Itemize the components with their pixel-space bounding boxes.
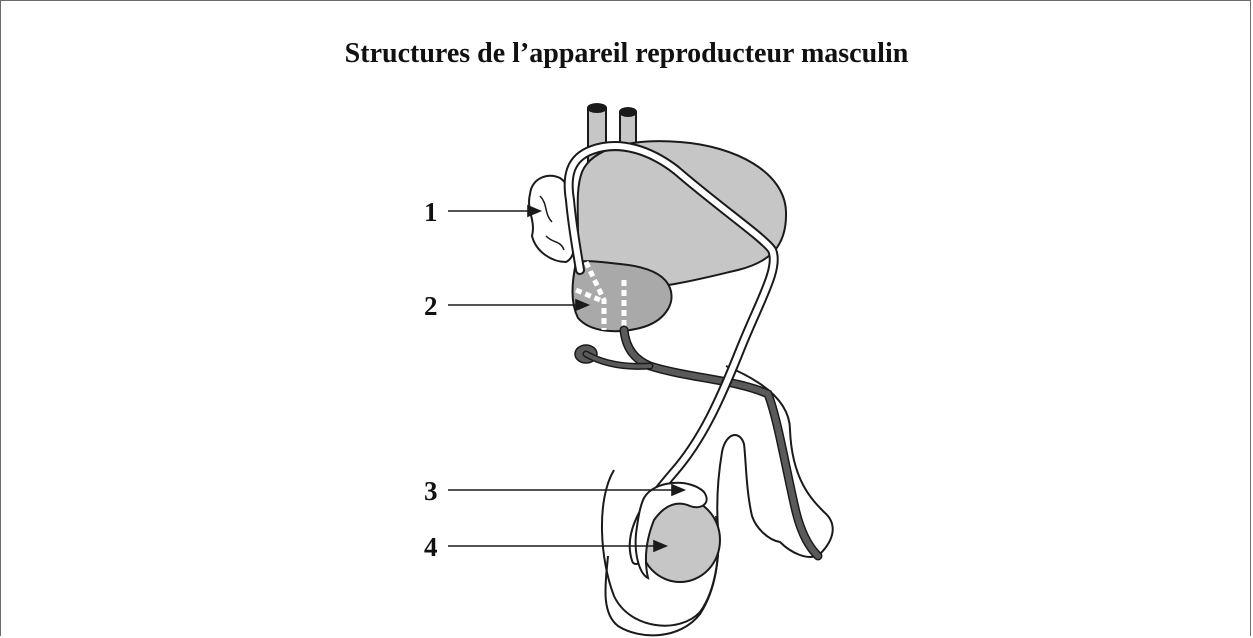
label-4: 4	[424, 532, 438, 562]
label-3: 3	[424, 476, 438, 506]
label-1: 1	[424, 197, 438, 227]
label-2: 2	[424, 291, 438, 321]
